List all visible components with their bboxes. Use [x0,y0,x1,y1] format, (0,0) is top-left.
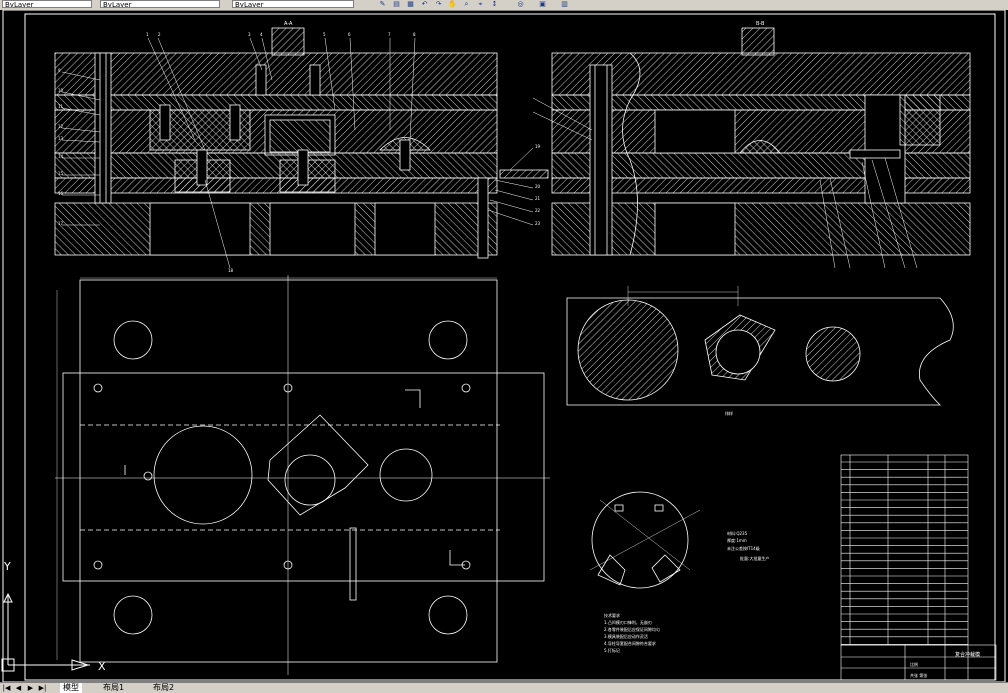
svg-text:1: 1 [146,32,149,37]
orbit-icon[interactable]: ◎ [517,0,524,8]
title-block: 复合冲裁模 比例 共张 第张 [840,644,997,681]
design-center-icon[interactable]: ▣ [539,0,546,8]
section-a-a: A-A [54,21,549,259]
pan-icon[interactable]: ✋ [448,0,457,8]
svg-text:批量:大批量生产: 批量:大批量生产 [740,555,769,561]
ucs-icon: Y X [1,560,106,673]
svg-text:13: 13 [58,136,64,141]
svg-text:厚度:1mm: 厚度:1mm [727,537,747,543]
match-properties-icon[interactable]: ✎ [379,0,386,8]
technical-notes: 技术要求 1.凸凹模刃口锋利，无崩刃 2.各零件装配后应保证间隙均匀 3.模具装… [604,612,660,653]
strip-layout: 排样 [566,286,954,416]
svg-text:17: 17 [58,221,64,226]
lineweight-combo[interactable]: ByLayer [232,0,354,8]
notes-title: 技术要求 [604,612,620,618]
sheet-label: 共张 第张 [910,672,927,678]
tab-layout2[interactable]: 布局2 [153,683,175,692]
strip-view-label: 排样 [725,410,733,416]
svg-text:4.导柱导套配合间隙符合要求: 4.导柱导套配合间隙符合要求 [604,640,656,646]
svg-text:10: 10 [58,88,64,93]
svg-text:12: 12 [58,124,64,129]
svg-text:3.模具装配后应动作灵活: 3.模具装配后应动作灵活 [604,633,648,639]
redo-icon[interactable]: ↷ [435,0,442,8]
svg-text:14: 14 [58,154,64,159]
undo-icon[interactable]: ↶ [421,0,428,8]
scale-label: 比例 [910,661,918,667]
part-notes: 材料:Q235 厚度:1mm 未注公差按IT14级 批量:大批量生产 [727,530,769,561]
plan-view [55,275,550,675]
svg-text:2.各零件装配后应保证间隙均匀: 2.各零件装配后应保证间隙均匀 [604,626,660,632]
zoom-window-icon[interactable]: ⌖ [478,0,483,8]
layout-tabs: |◀ ◀ ▶ ▶| 模型 布局1 布局2 [0,682,1008,693]
svg-text:15: 15 [58,171,64,176]
ucs-y-label: Y [3,560,11,573]
svg-text:23: 23 [535,221,541,226]
part-drawing [589,491,701,589]
svg-text:22: 22 [535,208,541,213]
parts-list [840,454,969,646]
svg-text:3: 3 [248,32,251,37]
layer-icon[interactable]: ▤ [393,0,400,8]
section-label-a: A-A [284,21,293,27]
drawing-canvas[interactable]: A-A [0,9,1008,683]
svg-text:1.凸凹模刃口锋利，无崩刃: 1.凸凹模刃口锋利，无崩刃 [604,619,652,625]
svg-text:16: 16 [58,191,64,196]
inner-border [24,13,996,681]
svg-text:材料:Q235: 材料:Q235 [727,530,748,536]
leader-lines-a [61,37,534,269]
svg-text:5: 5 [323,32,326,37]
svg-text:7: 7 [388,32,391,37]
tab-model[interactable]: 模型 [60,683,82,693]
ucs-x-label: X [98,660,106,673]
tab-prev-icon[interactable]: ◀ [15,684,22,692]
svg-text:9: 9 [58,68,61,73]
svg-text:未注公差按IT14级: 未注公差按IT14级 [727,545,760,551]
svg-text:8: 8 [413,32,416,37]
svg-text:5.打标记: 5.打标记 [604,647,620,653]
leader-lines-b [532,97,918,269]
tool-palette-icon[interactable]: ▥ [561,0,568,8]
svg-text:6: 6 [348,32,351,37]
tab-first-icon[interactable]: |◀ [2,684,11,692]
drawing-title: 复合冲裁模 [955,651,980,658]
svg-text:20: 20 [535,184,541,189]
tab-next-icon[interactable]: ▶ [27,684,34,692]
properties-icon[interactable]: ▦ [407,0,414,8]
tab-last-icon[interactable]: ▶| [38,684,47,692]
color-combo[interactable]: ByLayer [2,0,92,8]
svg-text:2: 2 [158,32,161,37]
linetype-combo[interactable]: ByLayer [100,0,220,8]
zoom-icon[interactable]: ⌕ [464,0,469,8]
zoom-previous-icon[interactable]: ↕ [491,0,498,8]
svg-text:4: 4 [260,32,263,37]
svg-text:11: 11 [58,104,64,109]
section-b-b: B-B [551,21,971,256]
svg-text:19: 19 [535,144,541,149]
svg-text:21: 21 [535,196,541,201]
section-label-b: B-B [756,21,765,27]
tab-layout1[interactable]: 布局1 [103,683,125,692]
svg-text:18: 18 [228,268,234,273]
